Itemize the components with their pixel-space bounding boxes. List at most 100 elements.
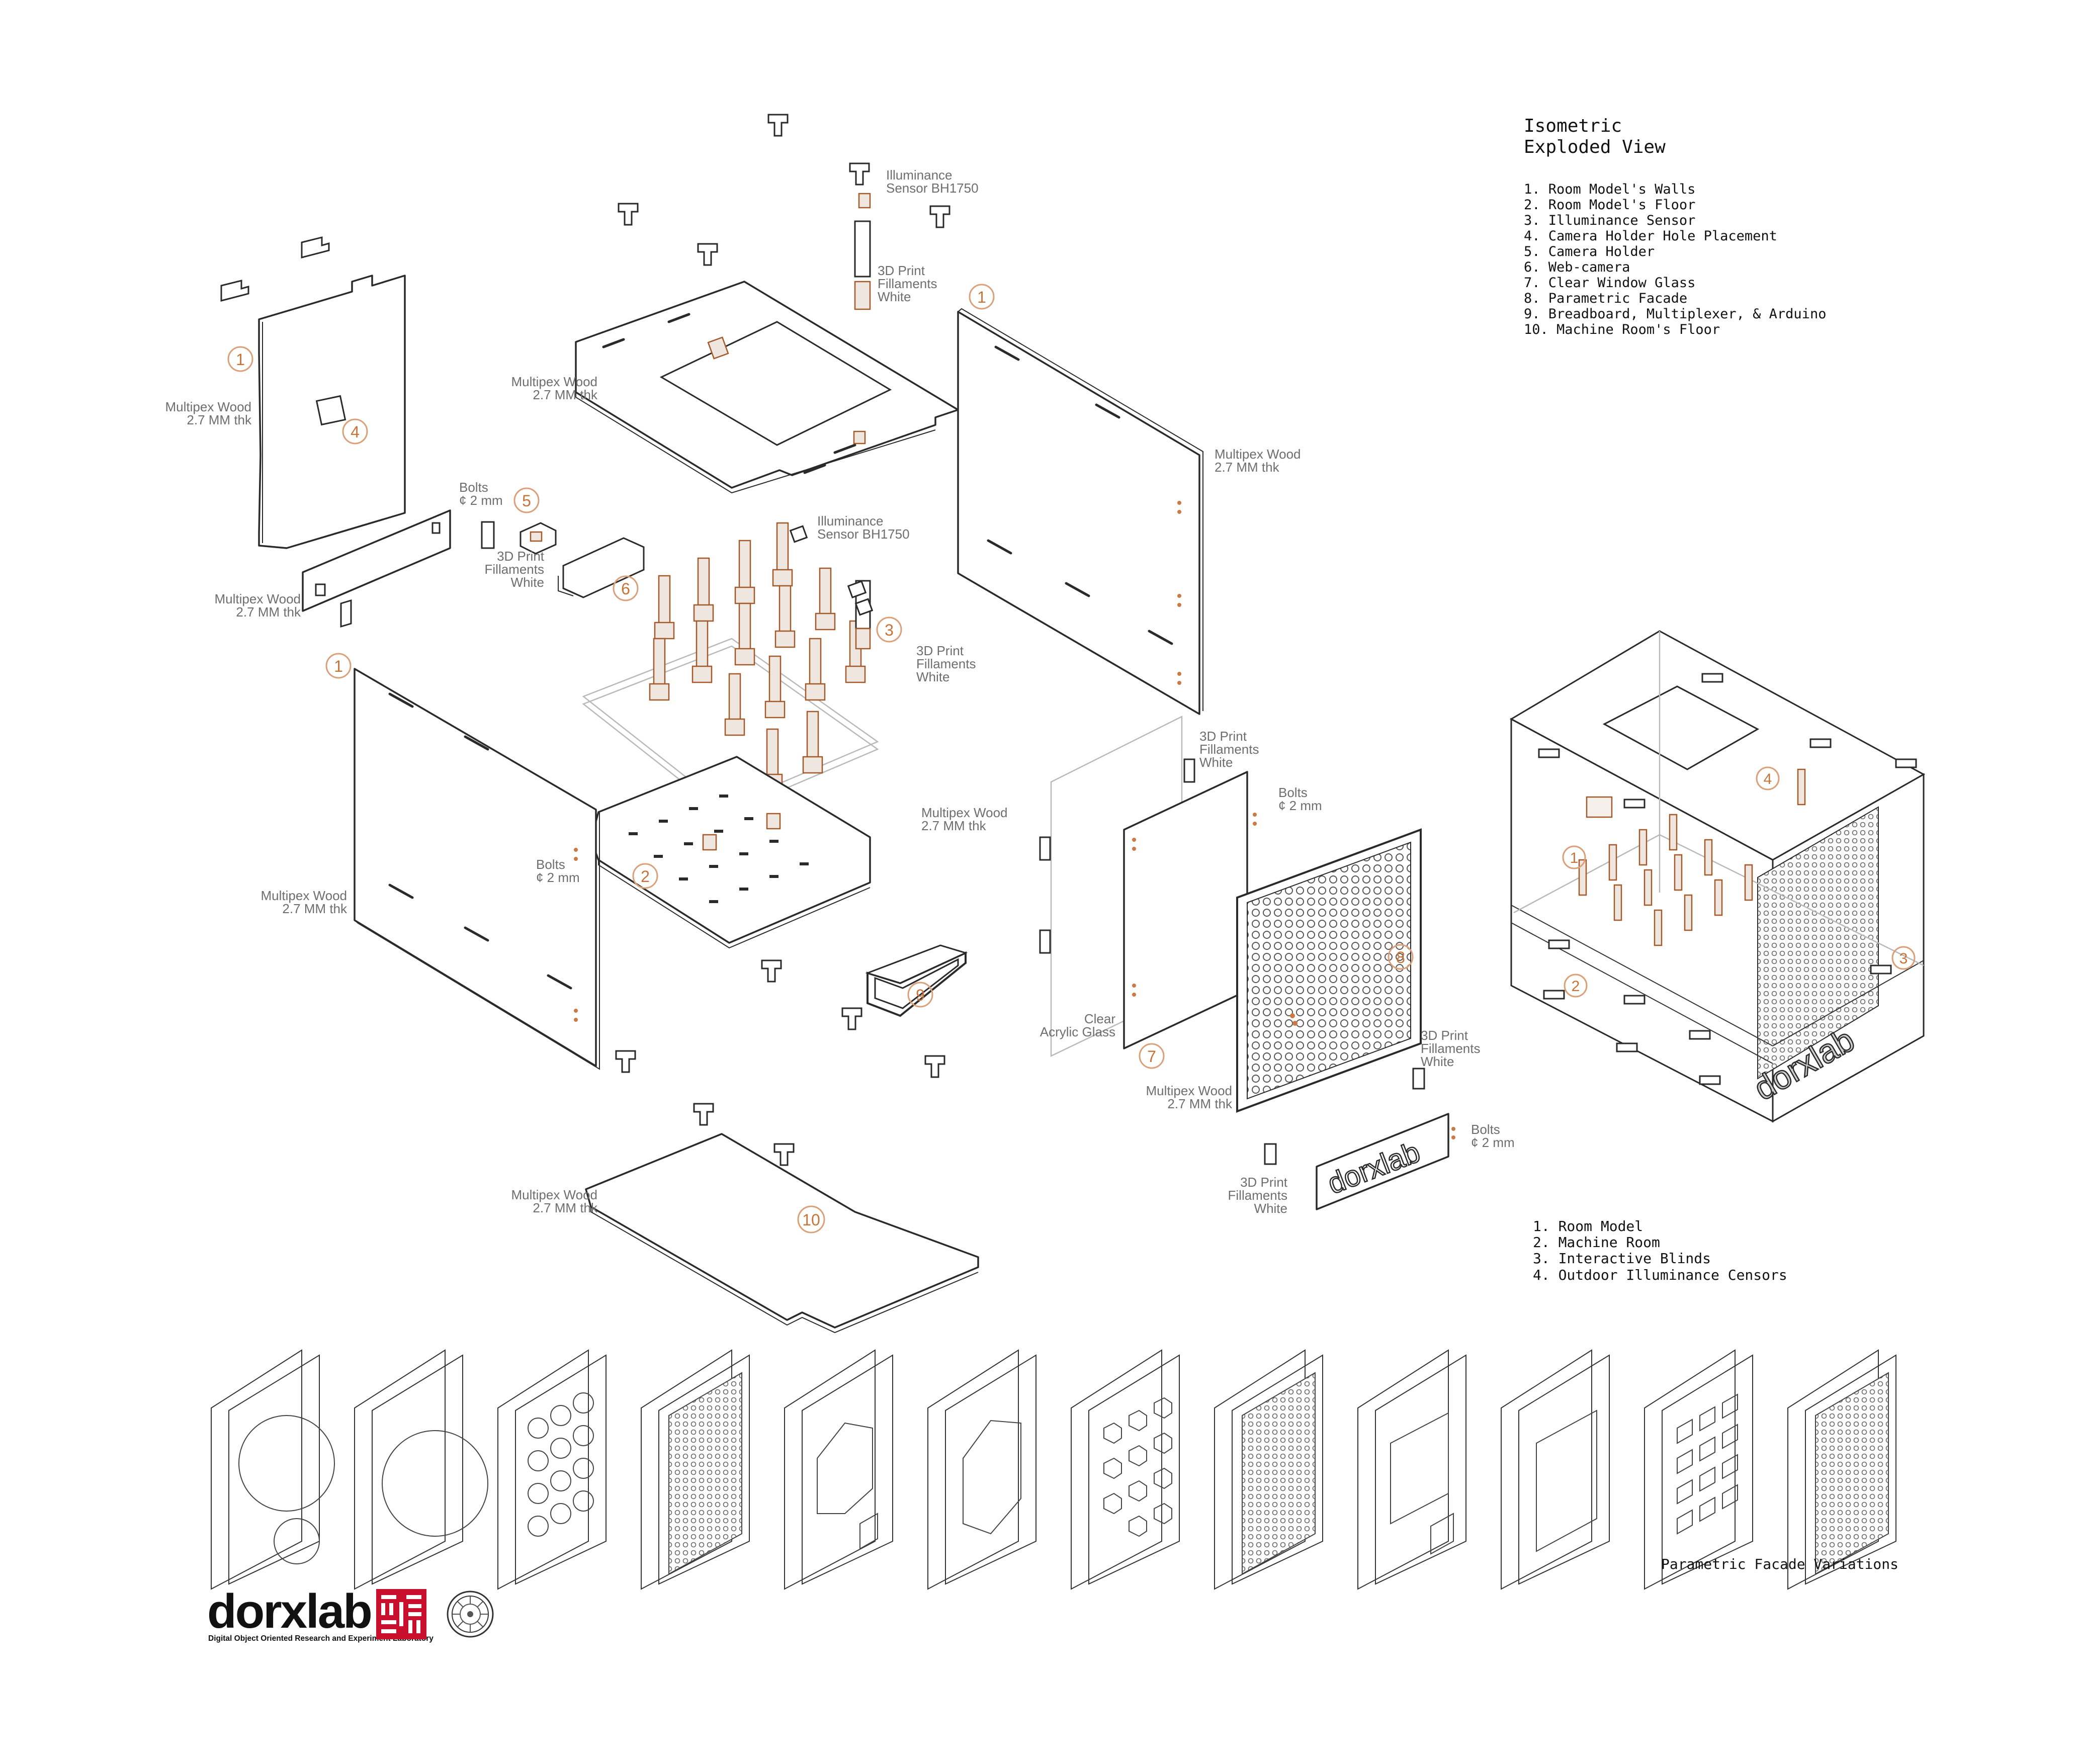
- marker-1: 1: [977, 288, 986, 306]
- clip: [618, 203, 639, 226]
- print-label: Fillaments: [485, 562, 544, 577]
- thickness-label: 2.7 MM thk: [533, 1200, 598, 1215]
- marker-6: 6: [621, 580, 630, 598]
- marker-8: 8: [1396, 948, 1405, 966]
- marker-4: 4: [351, 423, 360, 441]
- cube-clips: [1538, 673, 1917, 1085]
- variation-panel: [1787, 1349, 1896, 1590]
- legend-item: 9. Breadboard, Multiplexer, & Arduino: [1524, 306, 1826, 322]
- print-label: 3D Print: [1199, 729, 1247, 744]
- acrylic-label: Acrylic Glass: [1040, 1024, 1115, 1039]
- top-floor-panel: [575, 281, 959, 494]
- thickness-label: 2.7 MM thk: [236, 604, 301, 620]
- bolts-label: Bolts: [1278, 785, 1308, 800]
- clip: [761, 959, 782, 983]
- material-label: Multipex Wood: [215, 591, 301, 606]
- acrylic-ghost-panel: [1039, 715, 1195, 1057]
- sensor-board: [847, 580, 867, 598]
- print-label: White: [511, 575, 544, 590]
- sensor-board: [854, 598, 874, 616]
- annotation-labels: Illuminance Sensor BH1750 3D Print Filla…: [165, 167, 1515, 1216]
- left-back-wall: [220, 236, 406, 549]
- variation-panel: [1501, 1349, 1610, 1590]
- camera-holder: [481, 521, 557, 555]
- variation-panel: [641, 1349, 750, 1590]
- facade-clip: [1039, 836, 1051, 861]
- variation-panel: [1357, 1349, 1466, 1590]
- right-big-wall: [957, 308, 1203, 715]
- bolts-label: Bolts: [536, 857, 565, 872]
- strip-clip: [431, 522, 441, 534]
- legend-item: 10. Machine Room's Floor: [1524, 322, 1720, 337]
- material-label: Multipex Wood: [511, 1187, 598, 1202]
- legend-item: 5. Camera Holder: [1524, 244, 1655, 259]
- bolts-label: Bolts: [1471, 1122, 1500, 1137]
- assembly-legend-item: 4. Outdoor Illuminance Censors: [1533, 1267, 1787, 1283]
- print-label: Fillaments: [916, 656, 976, 671]
- marker-1: 1: [334, 657, 343, 675]
- print-label: White: [1254, 1201, 1287, 1216]
- room-floor-panel: [590, 756, 871, 949]
- parametric-facade: [1236, 828, 1422, 1113]
- legend-item: 1. Room Model's Walls: [1524, 182, 1695, 197]
- strip-clip: [1264, 1143, 1277, 1165]
- marker-7: 7: [1147, 1047, 1156, 1066]
- clip: [693, 1103, 714, 1126]
- clip: [849, 162, 870, 186]
- clip: [929, 205, 950, 228]
- sensor-cluster: [582, 522, 879, 816]
- print-label: Fillaments: [1199, 742, 1259, 757]
- thickness-label: 2.7 MM thk: [921, 818, 987, 833]
- variation-panel: [1071, 1349, 1180, 1590]
- facade-variations: [211, 1349, 1896, 1590]
- cube-marker-3: 3: [1899, 950, 1908, 967]
- print-label: 3D Print: [878, 263, 925, 278]
- print-label: White: [916, 669, 949, 684]
- sensor-label: Sensor BH1750: [886, 181, 979, 196]
- material-label: Multipex Wood: [1146, 1083, 1233, 1098]
- print-label: Fillaments: [878, 276, 937, 291]
- floor-holes: [629, 795, 809, 903]
- variation-panel: [497, 1349, 607, 1590]
- sensor-row: [649, 522, 866, 791]
- strip-clip: [340, 599, 352, 628]
- clip: [924, 1055, 945, 1078]
- logo-wordmark: dorxlab: [207, 1584, 371, 1638]
- variation-panel: [1644, 1349, 1753, 1590]
- material-label: Multipex Wood: [921, 805, 1008, 820]
- top-sensor-assembly: [854, 193, 871, 310]
- material-label: Multipex Wood: [261, 888, 348, 903]
- assembled-cube: dorxlab: [1509, 630, 1926, 1123]
- print-label: 3D Print: [1421, 1028, 1468, 1043]
- university-seal-icon: [447, 1591, 494, 1638]
- variation-panel: [354, 1349, 488, 1590]
- camera-hole: [315, 395, 347, 426]
- legend-item: 3. Illuminance Sensor: [1524, 213, 1695, 228]
- copper-bracket: [707, 336, 729, 360]
- breadboard: [865, 944, 968, 1017]
- variation-panel: [211, 1349, 335, 1590]
- clip: [697, 243, 718, 266]
- bolt-size-label: ¢ 2 mm: [459, 493, 503, 508]
- assembly-legend-item: 3. Interactive Blinds: [1533, 1250, 1711, 1267]
- bolt-size-label: ¢ 2 mm: [1278, 798, 1322, 813]
- facade-clip: [1183, 758, 1195, 783]
- marker-9: 9: [916, 986, 925, 1004]
- marker-2: 2: [641, 867, 650, 886]
- variation-panel: [784, 1349, 893, 1590]
- thickness-label: 2.7 MM thk: [187, 412, 252, 427]
- material-label: Multipex Wood: [511, 374, 598, 389]
- print-label: Fillaments: [1228, 1188, 1287, 1203]
- cube-marker-4: 4: [1764, 771, 1772, 787]
- cube-marker-1: 1: [1570, 850, 1579, 866]
- material-label: Multipex Wood: [165, 399, 252, 414]
- print-label: White: [878, 289, 911, 304]
- title-line-1: Isometric: [1524, 116, 1622, 136]
- clip: [767, 114, 789, 137]
- variation-panel: [927, 1349, 1036, 1590]
- thickness-label: 2.7 MM thk: [282, 901, 348, 916]
- marker-3: 3: [885, 621, 894, 639]
- facade-clip: [1039, 929, 1051, 954]
- marker-1: 1: [236, 350, 245, 369]
- print-label: White: [1421, 1054, 1454, 1069]
